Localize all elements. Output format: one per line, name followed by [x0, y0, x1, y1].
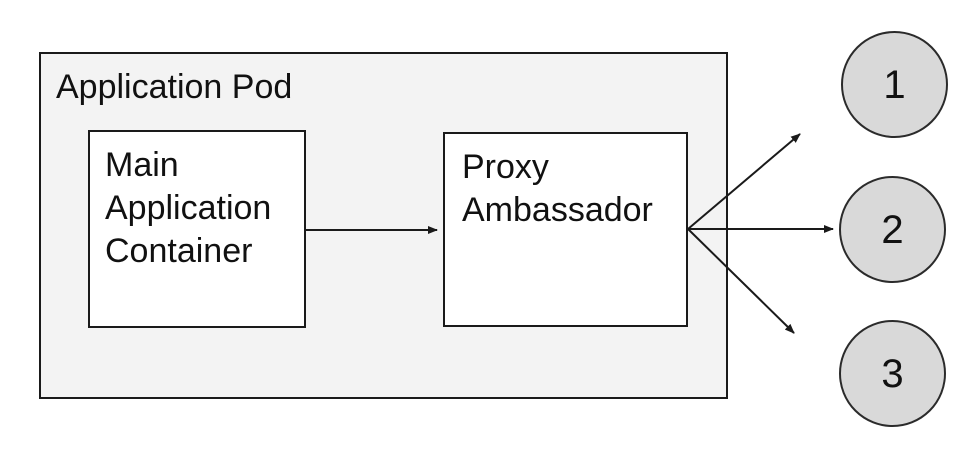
node-2-label: 2	[881, 207, 904, 252]
proxy-ambassador-box: Proxy Ambassador	[443, 132, 688, 327]
node-circle-3: 3	[839, 320, 946, 427]
application-pod-label: Application Pod	[56, 68, 293, 106]
node-circle-1: 1	[841, 31, 948, 138]
node-3-label: 3	[881, 351, 904, 396]
application-pod-box: Application Pod Main Application Contain…	[39, 52, 728, 399]
node-circle-2: 2	[839, 176, 946, 283]
main-application-container-box: Main Application Container	[88, 130, 306, 328]
proxy-ambassador-label: Proxy Ambassador	[462, 148, 653, 229]
main-application-container-label: Main Application Container	[105, 146, 272, 270]
node-1-label: 1	[883, 62, 906, 107]
